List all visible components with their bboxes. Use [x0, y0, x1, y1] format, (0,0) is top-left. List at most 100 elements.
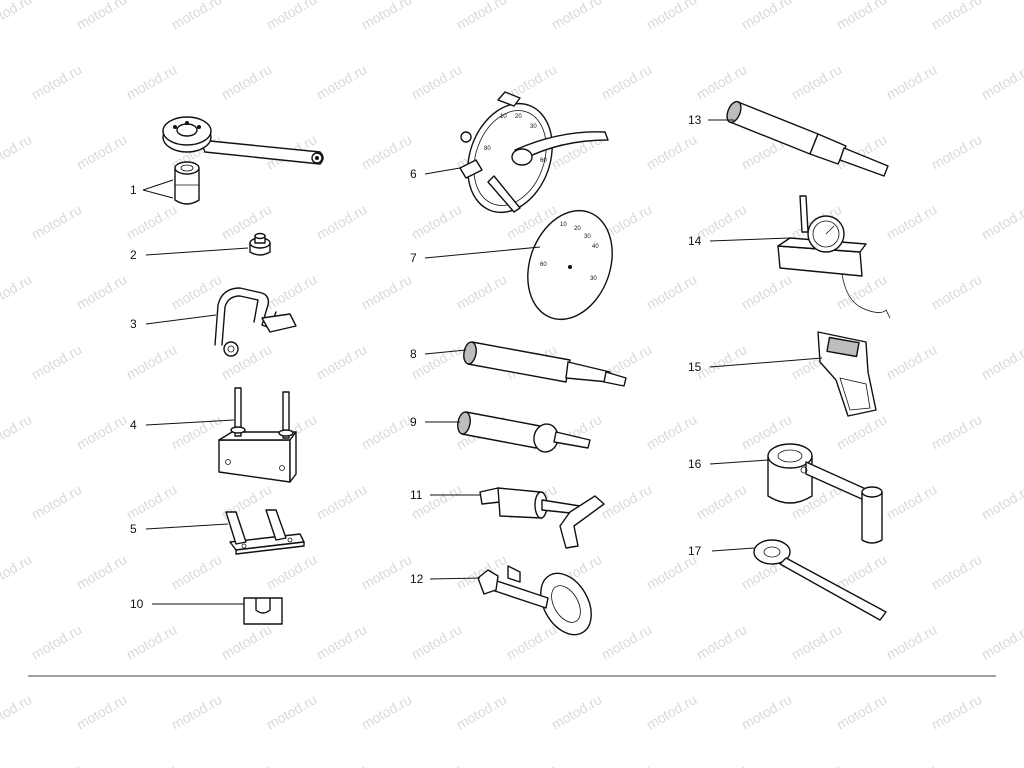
watermark-text: motod.ru — [884, 481, 940, 522]
watermark-text: motod.ru — [314, 761, 370, 768]
watermark-text: motod.ru — [834, 551, 890, 592]
watermark-text: motod.ru — [314, 341, 370, 382]
tool-13-pin-drift — [726, 100, 889, 177]
watermark-text: motod.ru — [694, 621, 750, 662]
part-label-11: 11 — [410, 488, 423, 502]
watermark-text: motod.ru — [169, 551, 225, 592]
part-label-8: 8 — [410, 347, 417, 361]
watermark-text: motod.ru — [694, 61, 750, 102]
tool-15-handheld-meter — [817, 331, 877, 417]
part-label-6: 6 — [410, 167, 417, 181]
watermark-text: motod.ru — [884, 201, 940, 242]
watermark-text: motod.ru — [884, 341, 940, 382]
watermark-text: motod.ru — [359, 691, 415, 732]
watermark-text: motod.ru — [834, 0, 890, 33]
watermark-text: motod.ru — [644, 691, 700, 732]
watermark-text: motod.ru — [644, 411, 700, 452]
watermark-text: motod.ru — [359, 0, 415, 33]
watermark-text: motod.ru — [599, 61, 655, 102]
watermark-text: motod.ru — [409, 61, 465, 102]
tool-8-drift — [463, 341, 627, 387]
watermark-text: motod.ru — [884, 761, 940, 768]
watermark-text: motod.ru — [979, 61, 1024, 102]
watermark-text: motod.ru — [409, 761, 465, 768]
watermark-text: motod.ru — [169, 0, 225, 33]
watermark-text: motod.ru — [29, 201, 85, 242]
watermark-text: motod.ru — [74, 551, 130, 592]
watermark-text: motod.ru — [979, 341, 1024, 382]
part-label-16: 16 — [688, 457, 702, 471]
tool-9-stepped-drift — [457, 411, 591, 453]
watermark-text: motod.ru — [219, 61, 275, 102]
watermark-text: motod.ru — [264, 0, 320, 33]
watermark-text: motod.ru — [314, 481, 370, 522]
part-label-7: 7 — [410, 251, 417, 265]
svg-text:80: 80 — [484, 146, 491, 152]
watermark-text: motod.ru — [264, 271, 320, 312]
part-label-15: 15 — [688, 360, 702, 374]
watermark-text: motod.ru — [739, 691, 795, 732]
watermark-text: motod.ru — [314, 201, 370, 242]
svg-text:60: 60 — [540, 262, 547, 268]
watermark-text: motod.ru — [884, 61, 940, 102]
part-label-2: 2 — [130, 248, 137, 262]
part-label-9: 9 — [410, 415, 417, 429]
watermark-text: motod.ru — [694, 341, 750, 382]
watermark-text: motod.ru — [929, 271, 985, 312]
part-label-14: 14 — [688, 234, 702, 248]
watermark-text: motod.ru — [124, 61, 180, 102]
watermark-text: motod.ru — [504, 761, 560, 768]
watermark-text: motod.ru — [834, 411, 890, 452]
watermark-text: motod.ru — [29, 761, 85, 768]
watermark-text: motod.ru — [599, 621, 655, 662]
part-label-12: 12 — [410, 572, 424, 586]
watermark-text: motod.ru — [549, 691, 605, 732]
watermark-text: motod.ru — [929, 411, 985, 452]
watermark-text: motod.ru — [0, 0, 34, 33]
watermark-text: motod.ru — [29, 61, 85, 102]
watermark-text: motod.ru — [694, 201, 750, 242]
watermark-text: motod.ru — [0, 551, 34, 592]
watermark-text: motod.ru — [789, 61, 845, 102]
tool-5-bracket — [225, 509, 305, 555]
watermark-text: motod.ru — [884, 621, 940, 662]
watermark-text: motod.ru — [74, 0, 130, 33]
watermark-text: motod.ru — [409, 201, 465, 242]
svg-text:30: 30 — [530, 124, 537, 130]
watermark-text: motod.ru — [124, 481, 180, 522]
tool-1-socket — [174, 161, 200, 205]
tool-1-spanner-wrench — [162, 116, 324, 165]
watermark-text: motod.ru — [359, 551, 415, 592]
watermark-text: motod.ru — [979, 621, 1024, 662]
watermark-text: motod.ru — [834, 691, 890, 732]
watermark-text: motod.ru — [929, 0, 985, 33]
watermark-text: motod.ru — [124, 761, 180, 768]
watermark-text: motod.ru — [29, 341, 85, 382]
tool-14-dial-indicator — [777, 195, 891, 319]
watermark-text: motod.ru — [834, 271, 890, 312]
part-label-13: 13 — [688, 113, 702, 127]
watermark-text: motod.ru — [454, 691, 510, 732]
watermark-text: motod.ru — [169, 271, 225, 312]
tool-3-hook — [214, 287, 297, 357]
part-label-5: 5 — [130, 522, 137, 536]
watermark-text: motod.ru — [264, 551, 320, 592]
tool-11-puller — [479, 487, 605, 549]
watermark-text: motod.ru — [264, 691, 320, 732]
watermark-text: motod.ru — [454, 0, 510, 33]
watermark-text: motod.ru — [124, 201, 180, 242]
svg-text:30: 30 — [584, 234, 591, 240]
watermark-text: motod.ru — [169, 691, 225, 732]
watermark-text: motod.ru — [359, 271, 415, 312]
watermark-text: motod.ru — [0, 411, 34, 452]
watermark-text: motod.ru — [74, 131, 130, 172]
watermark-text: motod.ru — [29, 621, 85, 662]
part-label-1: 1 — [130, 183, 137, 197]
watermark-text: motod.ru — [549, 0, 605, 33]
watermark-text: motod.ru — [504, 621, 560, 662]
watermark-text: motod.ru — [789, 621, 845, 662]
tool-2-nut — [249, 232, 271, 256]
watermark-text: motod.ru — [599, 481, 655, 522]
part-label-4: 4 — [130, 418, 137, 432]
part-label-3: 3 — [130, 317, 137, 331]
